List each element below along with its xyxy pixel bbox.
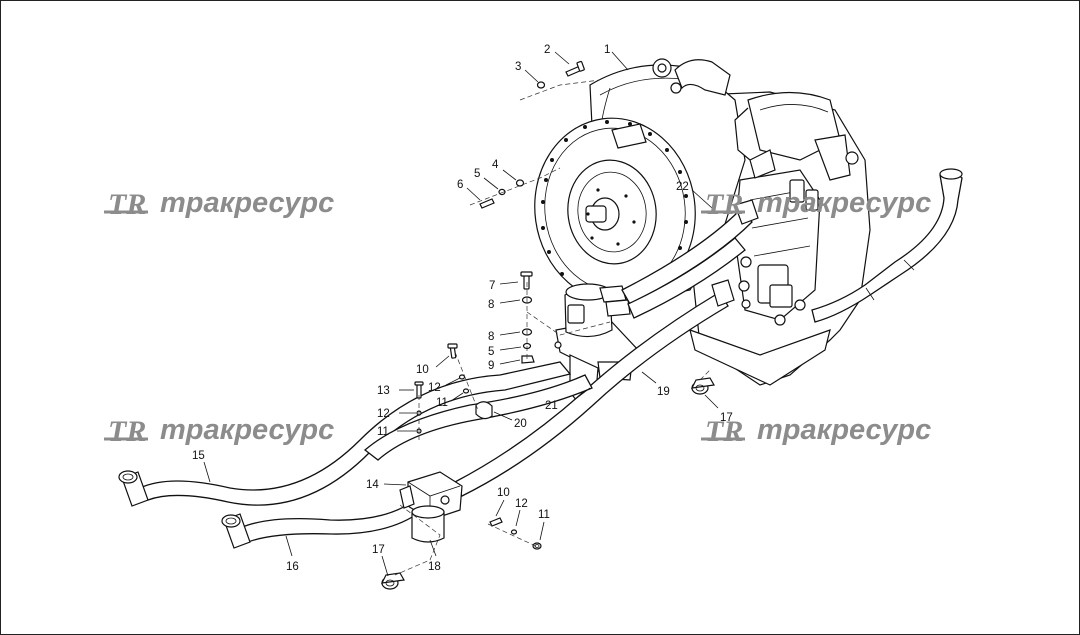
watermark-text: тракресурс xyxy=(757,187,931,219)
plug-17-right xyxy=(690,377,715,395)
callout-6: 6 xyxy=(457,179,463,191)
callout-5: 5 xyxy=(488,346,494,358)
callout-13: 13 xyxy=(377,385,390,397)
callout-17: 17 xyxy=(372,544,385,556)
watermark-bottom-right: TR тракресурс xyxy=(701,414,931,448)
watermark-logo: TR xyxy=(705,188,743,221)
watermark-logo: TR xyxy=(108,188,146,221)
callout-11: 11 xyxy=(377,426,389,438)
callout-11: 11 xyxy=(538,509,550,521)
callout-12: 12 xyxy=(515,498,528,510)
callout-20: 20 xyxy=(514,418,527,430)
callout-12: 12 xyxy=(377,408,390,420)
callout-4: 4 xyxy=(492,159,499,171)
callout-8: 8 xyxy=(488,299,494,311)
callout-10: 10 xyxy=(416,364,429,376)
transmission-assembly xyxy=(534,58,963,386)
hose-19 xyxy=(454,279,735,497)
callout-11: 11 xyxy=(436,397,448,409)
watermark-text: тракресурс xyxy=(160,187,334,219)
callout-8: 8 xyxy=(488,331,494,343)
callout-12: 12 xyxy=(428,382,441,394)
plug-17-lower xyxy=(380,572,405,590)
watermark-top-right: TR тракресурс xyxy=(701,187,931,221)
leader-lines xyxy=(203,51,719,577)
callout-5: 5 xyxy=(474,168,480,180)
filter-18 xyxy=(411,505,445,543)
callout-10: 10 xyxy=(497,487,510,499)
callout-1: 1 xyxy=(604,44,610,56)
callout-3: 3 xyxy=(515,61,521,73)
watermark-bottom-left: TR тракресурс xyxy=(104,414,334,448)
hose-22 xyxy=(621,199,759,319)
hose-21 xyxy=(363,374,593,461)
callout-19: 19 xyxy=(657,386,670,398)
watermark-logo: TR xyxy=(108,415,146,448)
hose-15 xyxy=(118,361,572,507)
callout-2: 2 xyxy=(544,44,550,56)
assembly-lines xyxy=(394,79,711,576)
callout-9: 9 xyxy=(488,360,494,372)
callout-22: 22 xyxy=(676,181,689,193)
callout-14: 14 xyxy=(366,479,379,491)
hub-holes xyxy=(586,188,636,246)
watermark-logo: TR xyxy=(705,415,743,448)
callout-16: 16 xyxy=(286,561,299,573)
callout-labels: 1 2 3 4 5 6 7 8 8 5 9 10 12 11 13 12 11 … xyxy=(192,44,733,573)
watermark-text: тракресурс xyxy=(757,414,931,446)
callout-15: 15 xyxy=(192,450,205,462)
watermark-top-left: TR тракресурс xyxy=(104,187,334,221)
callout-18: 18 xyxy=(428,561,441,573)
watermark-text: тракресурс xyxy=(160,414,334,446)
hose-16 xyxy=(221,498,421,549)
callout-21: 21 xyxy=(545,400,558,412)
callout-7: 7 xyxy=(489,280,495,292)
hardware-left xyxy=(414,343,493,434)
hardware-middle xyxy=(520,271,535,364)
hardware-lower xyxy=(489,517,542,550)
hardware-top xyxy=(479,60,585,209)
callout-17: 17 xyxy=(720,412,733,424)
